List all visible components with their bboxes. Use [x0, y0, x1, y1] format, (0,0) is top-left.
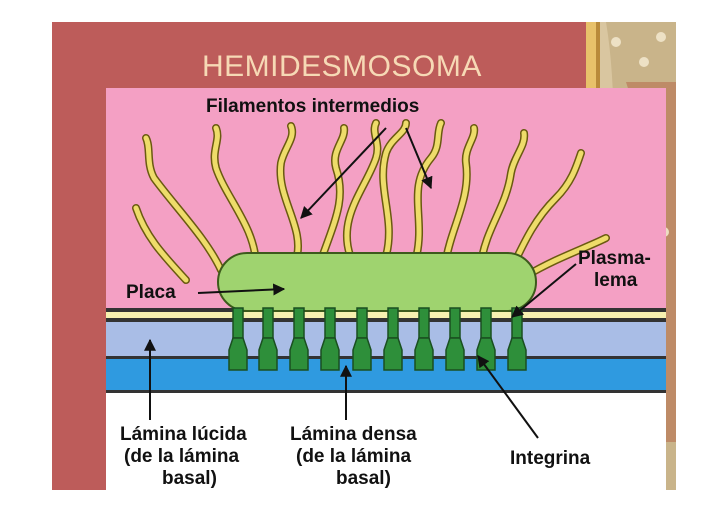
slide: HEMIDESMOSOMA [52, 22, 676, 490]
intermediate-filaments [132, 119, 610, 284]
integrin-arrow [477, 355, 539, 439]
label-lamina-lucida-2: (de la lámina [124, 446, 240, 467]
label-lamina-lucida-3: basal) [162, 468, 217, 489]
label-integrina: Integrina [510, 448, 591, 469]
annotation-arrows [144, 127, 577, 439]
label-placa: Placa [126, 282, 176, 303]
hemidesmosome-diagram: Filamentos intermedios Placa Plasma- lem… [106, 88, 666, 490]
label-plasmalema-2: lema [594, 270, 638, 291]
label-lamina-lucida-1: Lámina lúcida [120, 424, 247, 445]
extracellular-region [106, 393, 666, 490]
slide-title: HEMIDESMOSOMA [202, 50, 482, 83]
integrins [228, 307, 527, 371]
label-lamina-densa-3: basal) [336, 468, 391, 489]
filament-arrow-left [300, 127, 387, 219]
plaque-arrow [197, 283, 286, 296]
label-plasmalema-1: Plasma- [578, 248, 651, 269]
filament-arrow-right [405, 127, 433, 190]
label-filamentos-intermedios: Filamentos intermedios [206, 96, 419, 117]
plaque [217, 252, 537, 312]
label-lamina-densa-1: Lámina densa [290, 424, 417, 445]
label-lamina-densa-2: (de la lámina [296, 446, 412, 467]
plasmalemma-arrow [511, 263, 577, 318]
